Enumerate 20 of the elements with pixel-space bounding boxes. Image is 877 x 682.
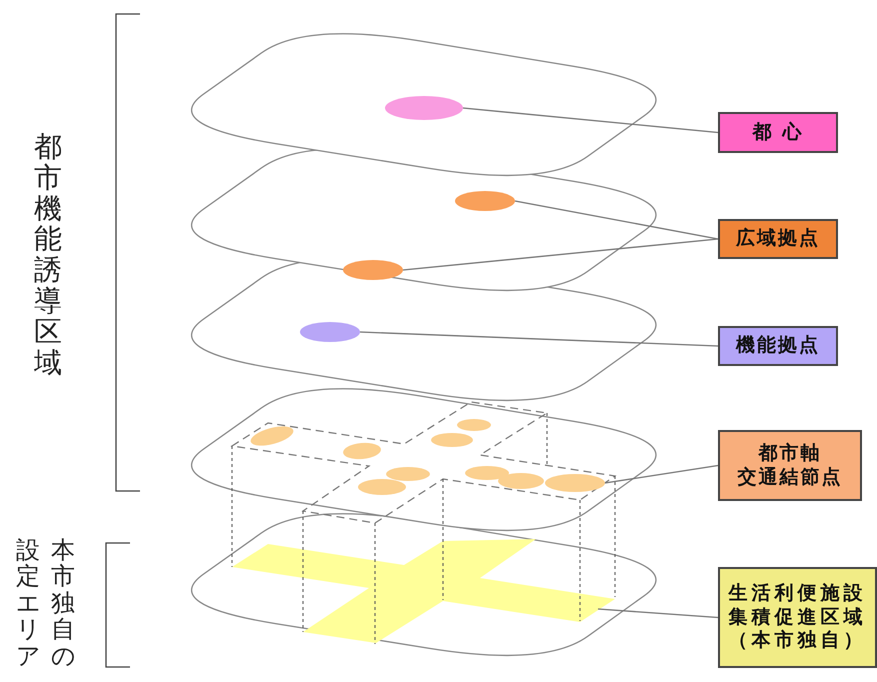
vertical-label: 設定エリア — [16, 537, 40, 669]
hub-marker — [300, 322, 360, 342]
leader-line — [604, 464, 718, 484]
label-box: 広域拠点 — [718, 219, 838, 259]
leader-line — [598, 608, 718, 618]
label-box: 都 心 — [718, 112, 838, 153]
hub-marker — [545, 474, 605, 492]
leader-line — [360, 331, 718, 347]
label-box: 機能拠点 — [718, 326, 838, 366]
label-box: 都市軸 交通結節点 — [718, 430, 862, 501]
leader-line — [402, 238, 718, 271]
zone-area — [232, 539, 615, 643]
vertical-label: 都市機能誘導区域 — [34, 132, 62, 378]
center-marker — [385, 96, 463, 120]
hub-marker — [455, 191, 515, 211]
label-box: 生活利便施設集積促進区域 （本市独自） — [718, 567, 877, 668]
hub-marker — [343, 260, 403, 280]
vertical-label: 本市独自の — [51, 537, 75, 669]
leader-line — [514, 200, 718, 240]
leader-line — [462, 107, 718, 134]
